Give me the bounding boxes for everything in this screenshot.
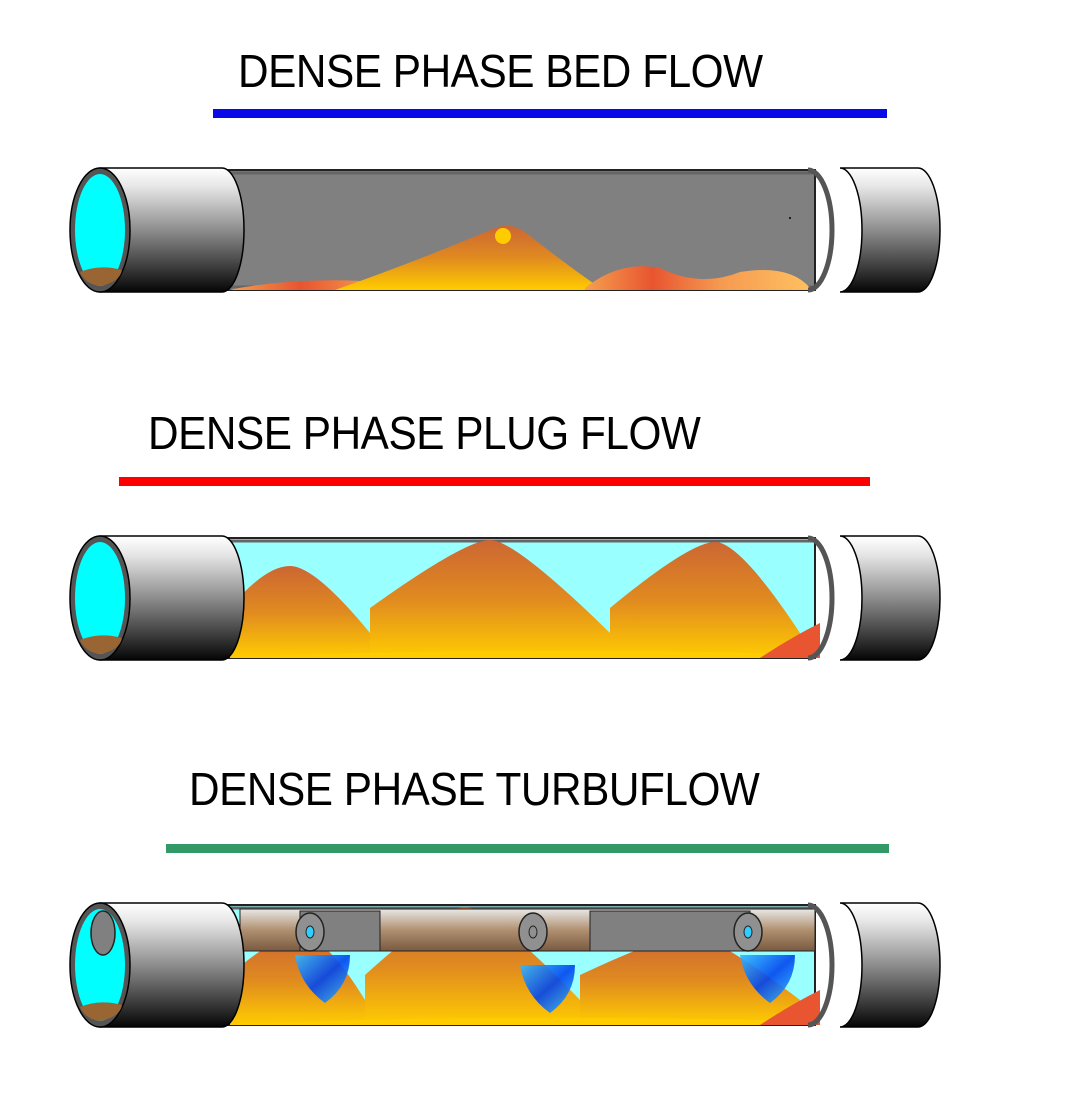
- right-pipe-rim: [807, 902, 835, 1028]
- right-pipe-collar: [839, 902, 941, 1028]
- turbuflow-title: DENSE PHASE TURBUFLOW: [189, 763, 760, 815]
- bed-flow-pipe: [69, 167, 941, 293]
- material-bed: [760, 623, 820, 658]
- right-pipe-rim: [807, 167, 835, 293]
- bypass-tube-end: [90, 910, 116, 956]
- air-burst: [520, 965, 575, 1013]
- opening-sediment: [80, 1002, 122, 1021]
- air-burst: [740, 955, 795, 1003]
- material-plug: [610, 542, 800, 658]
- opening-sediment: [80, 635, 122, 654]
- right-pipe-collar: [839, 535, 941, 661]
- bypass-tube-gap: [589, 910, 751, 952]
- air-burst: [295, 955, 350, 1003]
- bed-flow-title: DENSE PHASE BED FLOW: [238, 45, 763, 97]
- turbuflow-pipe: [69, 902, 941, 1028]
- material-bed: [760, 990, 820, 1025]
- material-dune: [335, 225, 600, 290]
- left-pipe-collar: [99, 167, 245, 293]
- plug-flow-pipe: [69, 535, 941, 661]
- pipe-opening: [75, 542, 125, 654]
- material-particle: [495, 228, 511, 244]
- turbuflow-underline: [166, 844, 889, 853]
- opening-sediment: [80, 267, 122, 286]
- left-pipe-collar: [99, 902, 245, 1028]
- right-pipe-rim: [807, 535, 835, 661]
- plug-flow-title: DENSE PHASE PLUG FLOW: [148, 407, 701, 459]
- material-plug: [370, 540, 610, 658]
- bed-flow-underline: [213, 109, 887, 118]
- plug-flow-underline: [119, 477, 870, 486]
- material-plug: [230, 566, 370, 658]
- left-pipe-collar: [99, 535, 245, 661]
- right-pipe-collar: [839, 167, 941, 293]
- material-bed: [585, 266, 810, 290]
- material-plug: [580, 935, 800, 1025]
- pipe-opening: [75, 174, 125, 286]
